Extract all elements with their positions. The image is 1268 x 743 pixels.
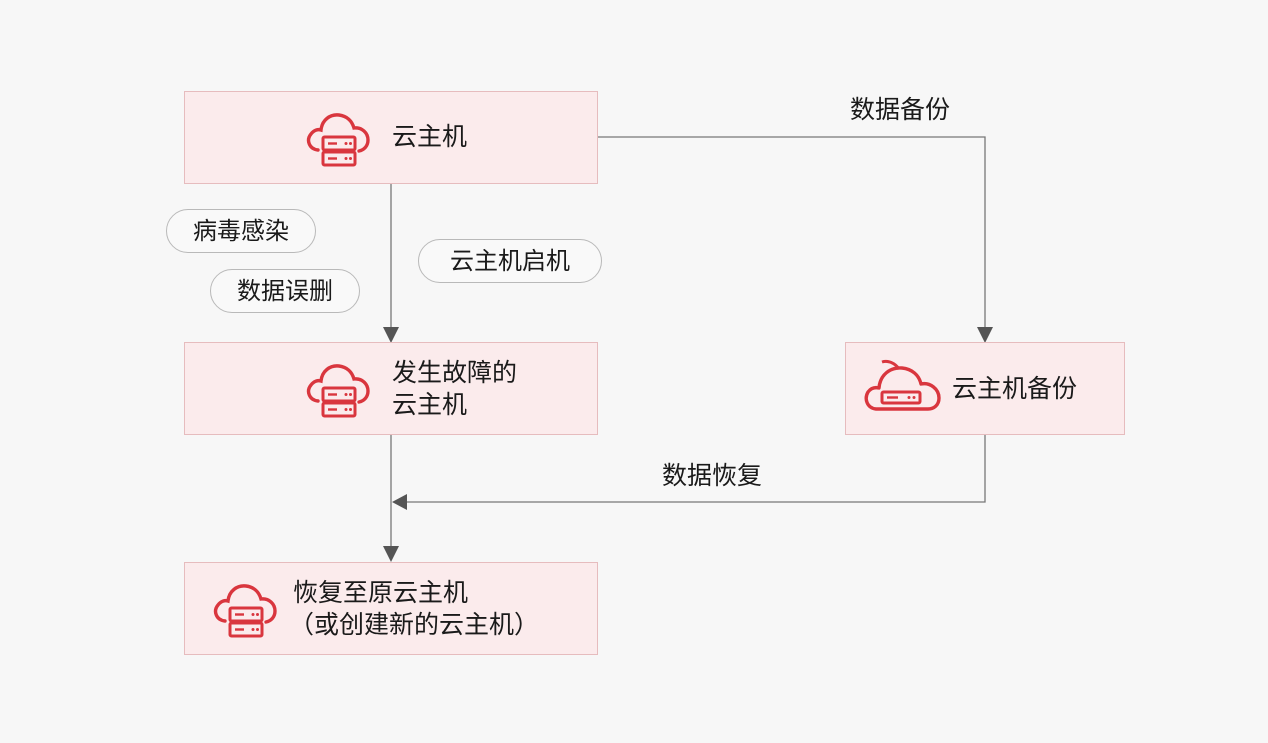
arrowhead-faulty: [383, 327, 399, 343]
edge-host-to-backup: [597, 136, 986, 328]
node-faulty-host-line2: 云主机: [392, 390, 468, 419]
arrowhead-merge: [392, 494, 407, 510]
node-cloud-host-label: 云主机: [392, 122, 468, 151]
cloud-server-icon: [306, 364, 370, 418]
edge-label-data-restore: 数据恢复: [662, 461, 763, 490]
node-restore-host-line2: （或创建新的云主机）: [289, 610, 540, 639]
node-restore-host[interactable]: 恢复至原云主机 （或创建新的云主机）: [184, 562, 598, 655]
cloud-backup-icon: [864, 359, 941, 411]
cause-virus-pill: 病毒感染: [166, 209, 316, 253]
node-faulty-host[interactable]: 发生故障的 云主机: [184, 342, 598, 435]
cause-boot-pill: 云主机启机: [418, 239, 602, 283]
cloud-server-icon: [306, 113, 370, 167]
cause-deletion-pill: 数据误删: [210, 269, 360, 313]
node-faulty-host-line1: 发生故障的: [392, 358, 518, 387]
arrowhead-backup: [977, 327, 993, 343]
node-host-backup[interactable]: 云主机备份: [845, 342, 1125, 435]
cloud-server-icon: [213, 584, 277, 638]
edge-backup-to-merge: [405, 434, 986, 503]
node-restore-host-line1: 恢复至原云主机: [293, 578, 469, 607]
arrowhead-restore: [383, 546, 399, 562]
edge-label-data-backup: 数据备份: [850, 95, 951, 124]
node-cloud-host[interactable]: 云主机: [184, 91, 598, 184]
node-host-backup-label: 云主机备份: [952, 374, 1078, 403]
